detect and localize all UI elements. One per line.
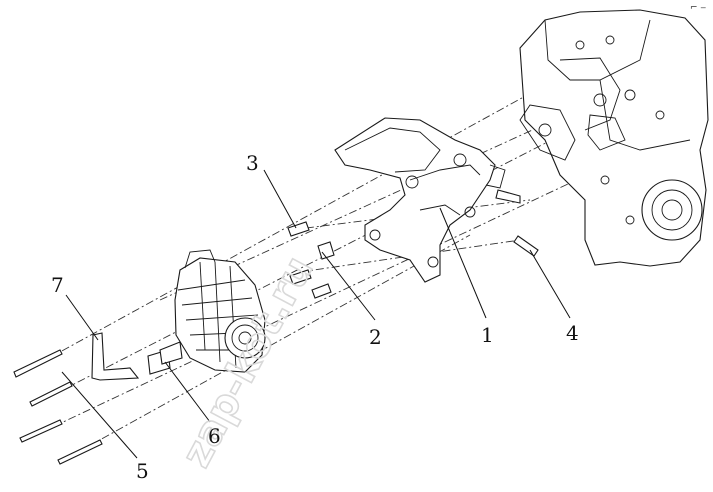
callout-5: 5 [136,459,149,483]
callout-2: 2 [369,325,382,349]
upper-bolts [287,221,335,299]
callout-3: 3 [246,151,259,175]
engine-block [519,9,709,267]
long-bolts [13,349,103,465]
lower-bracket [91,332,183,381]
corner-mark: ⌐ ‒ [690,3,706,13]
bracket-bolts [495,189,539,257]
leader-lines [61,169,571,459]
callout-6: 6 [208,424,221,448]
alternator [174,249,266,373]
callout-1: 1 [481,323,494,347]
callout-7: 7 [51,273,64,297]
mounting-bracket [334,117,506,283]
callout-4: 4 [566,321,579,345]
